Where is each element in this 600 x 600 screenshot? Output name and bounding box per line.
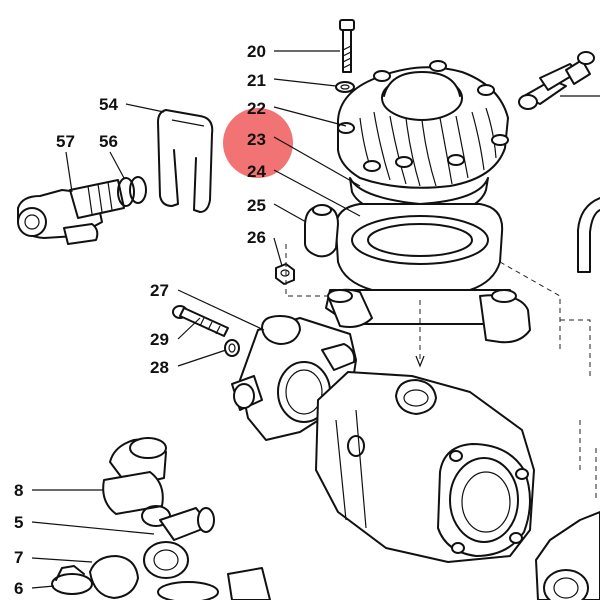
bolt-29 [172, 305, 229, 337]
part-labels: 20 21 22 23 24 25 26 27 29 28 54 57 56 8… [14, 42, 266, 598]
part-label-23: 23 [247, 130, 266, 149]
part-label-6: 6 [14, 579, 23, 598]
seals-56 [117, 176, 147, 207]
part-label-28: 28 [150, 358, 169, 377]
right-fitting [518, 51, 600, 110]
highlight-marker [223, 108, 293, 178]
part-label-5: 5 [14, 513, 23, 532]
part-label-27: 27 [150, 281, 169, 300]
dome-cover [337, 60, 509, 189]
cap-25 [304, 204, 339, 258]
part-label-26: 26 [247, 228, 266, 247]
clamp-6 [51, 565, 93, 595]
pipe-fitting-8 [102, 437, 167, 515]
part-label-56: 56 [99, 132, 118, 151]
part-label-20: 20 [247, 42, 266, 61]
part-label-22: 22 [247, 99, 266, 118]
clip-54 [157, 109, 214, 213]
pump-head-housing [325, 203, 531, 344]
right-pipe [577, 197, 600, 273]
nut-26 [275, 263, 295, 285]
part-label-21: 21 [247, 71, 266, 90]
part-label-57: 57 [56, 132, 75, 151]
washer-28 [224, 339, 240, 357]
valve-57 [17, 179, 125, 245]
leader-lines [31, 50, 361, 589]
seal-5 [141, 505, 215, 541]
part-label-54: 54 [99, 95, 118, 114]
washer-21 [335, 81, 355, 93]
gear-housing [315, 371, 535, 563]
part-label-8: 8 [14, 481, 23, 500]
part-label-7: 7 [14, 548, 23, 567]
part-label-24: 24 [247, 162, 266, 181]
bolt-heads [337, 60, 509, 172]
coupling-7 [89, 541, 271, 600]
part-label-29: 29 [150, 330, 169, 349]
assembly-guides [285, 244, 597, 500]
bolt-20 [339, 19, 355, 73]
bottom-right-housing [535, 511, 600, 600]
part-label-25: 25 [247, 196, 266, 215]
